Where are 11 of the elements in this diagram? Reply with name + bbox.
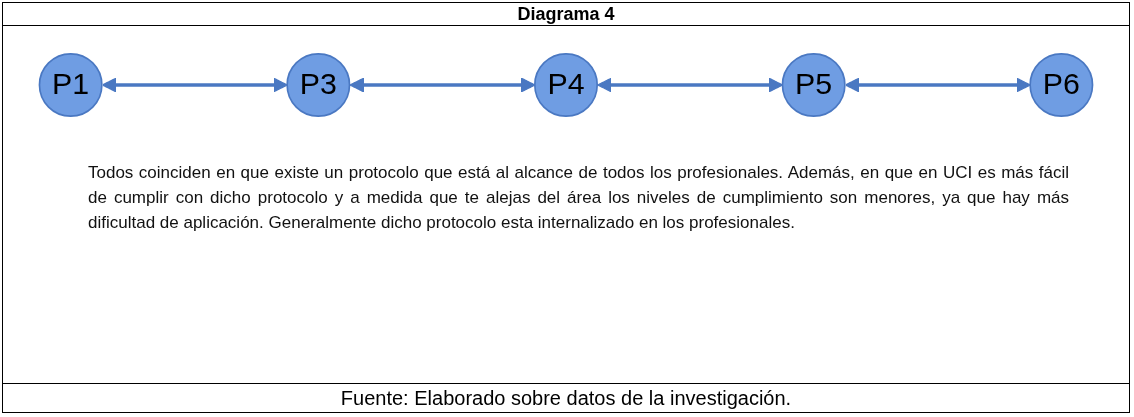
arrow — [844, 77, 1031, 93]
node-circle: P6 — [1029, 52, 1094, 118]
node-circle: P1 — [38, 52, 103, 118]
source-caption: Fuente: Elaborado sobre datos de la investigación. — [3, 383, 1129, 412]
arrow — [349, 77, 536, 93]
node-circle: P4 — [533, 52, 599, 118]
description-paragraph: Todos coinciden en que existe un protocolo que está al alcance de todos los profesionales. Además, en que en UCI es más fácil de cumplir con dicho protocolo y a medida que te alejas del área los niveles de cumplimiento son menores, ya que hay más dificultad de aplicación. Generalmente dicho protocolo esta internalizado en los profesionales. — [88, 162, 1069, 234]
diagram-title: Diagrama 4 — [3, 3, 1129, 26]
arrow — [101, 77, 288, 93]
node-circle: P3 — [286, 52, 351, 118]
node-circle: P5 — [781, 52, 846, 118]
